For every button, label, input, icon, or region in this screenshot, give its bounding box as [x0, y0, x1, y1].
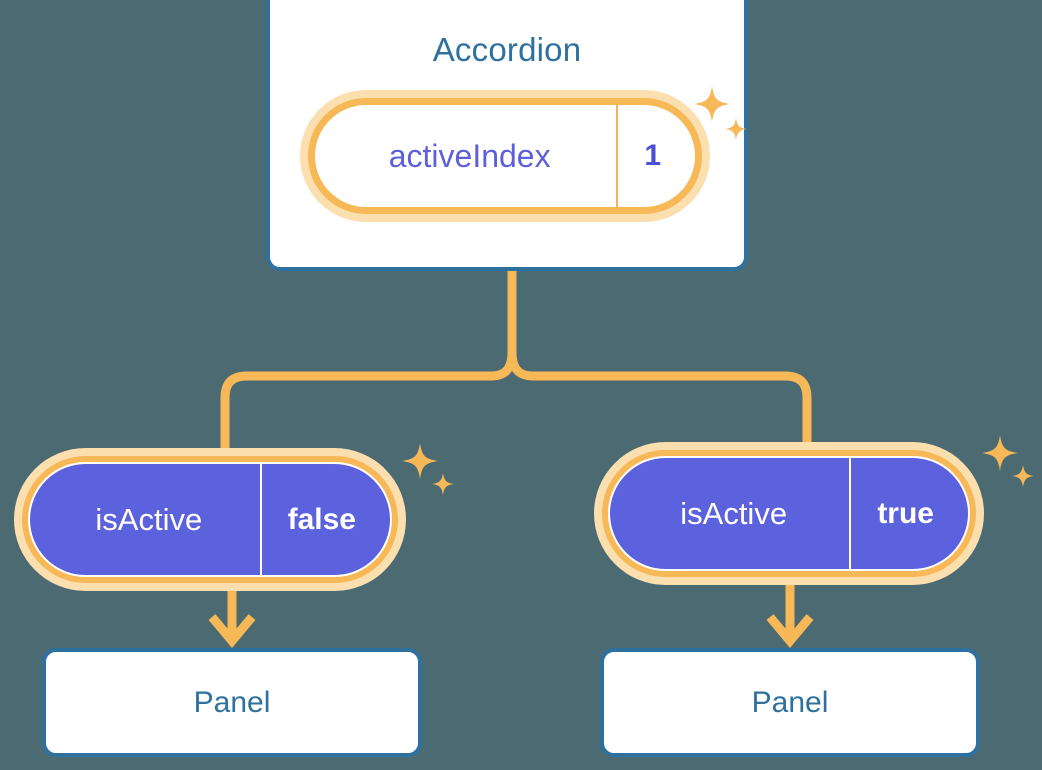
panel-title: Panel — [193, 685, 271, 719]
prop-badge-inner: isActive false — [28, 462, 392, 577]
state-badge-key: activeIndex — [388, 137, 551, 174]
arrow-down-icon — [766, 582, 814, 649]
prop-badge-key: isActive — [680, 495, 788, 531]
sparkle-icon — [402, 443, 454, 495]
panel-card-left[interactable]: Panel — [42, 648, 422, 757]
panel-card-right[interactable]: Panel — [600, 648, 980, 757]
prop-badge-value: false — [259, 464, 390, 575]
arrow-down-icon — [208, 588, 256, 649]
state-badge-value: 1 — [616, 105, 695, 207]
state-badge-activeindex[interactable]: activeIndex 1 — [308, 98, 702, 214]
prop-badge-value: true — [849, 458, 968, 569]
prop-badge-isactive-true[interactable]: isActive true — [602, 450, 976, 577]
state-badge-inner: activeIndex 1 — [315, 105, 695, 207]
prop-badge-key: isActive — [95, 501, 203, 537]
prop-badge-isactive-false[interactable]: isActive false — [22, 456, 398, 583]
page-title: Accordion — [432, 31, 582, 68]
sparkle-icon — [982, 435, 1034, 487]
prop-badge-inner: isActive true — [608, 456, 970, 571]
panel-title: Panel — [751, 685, 829, 719]
